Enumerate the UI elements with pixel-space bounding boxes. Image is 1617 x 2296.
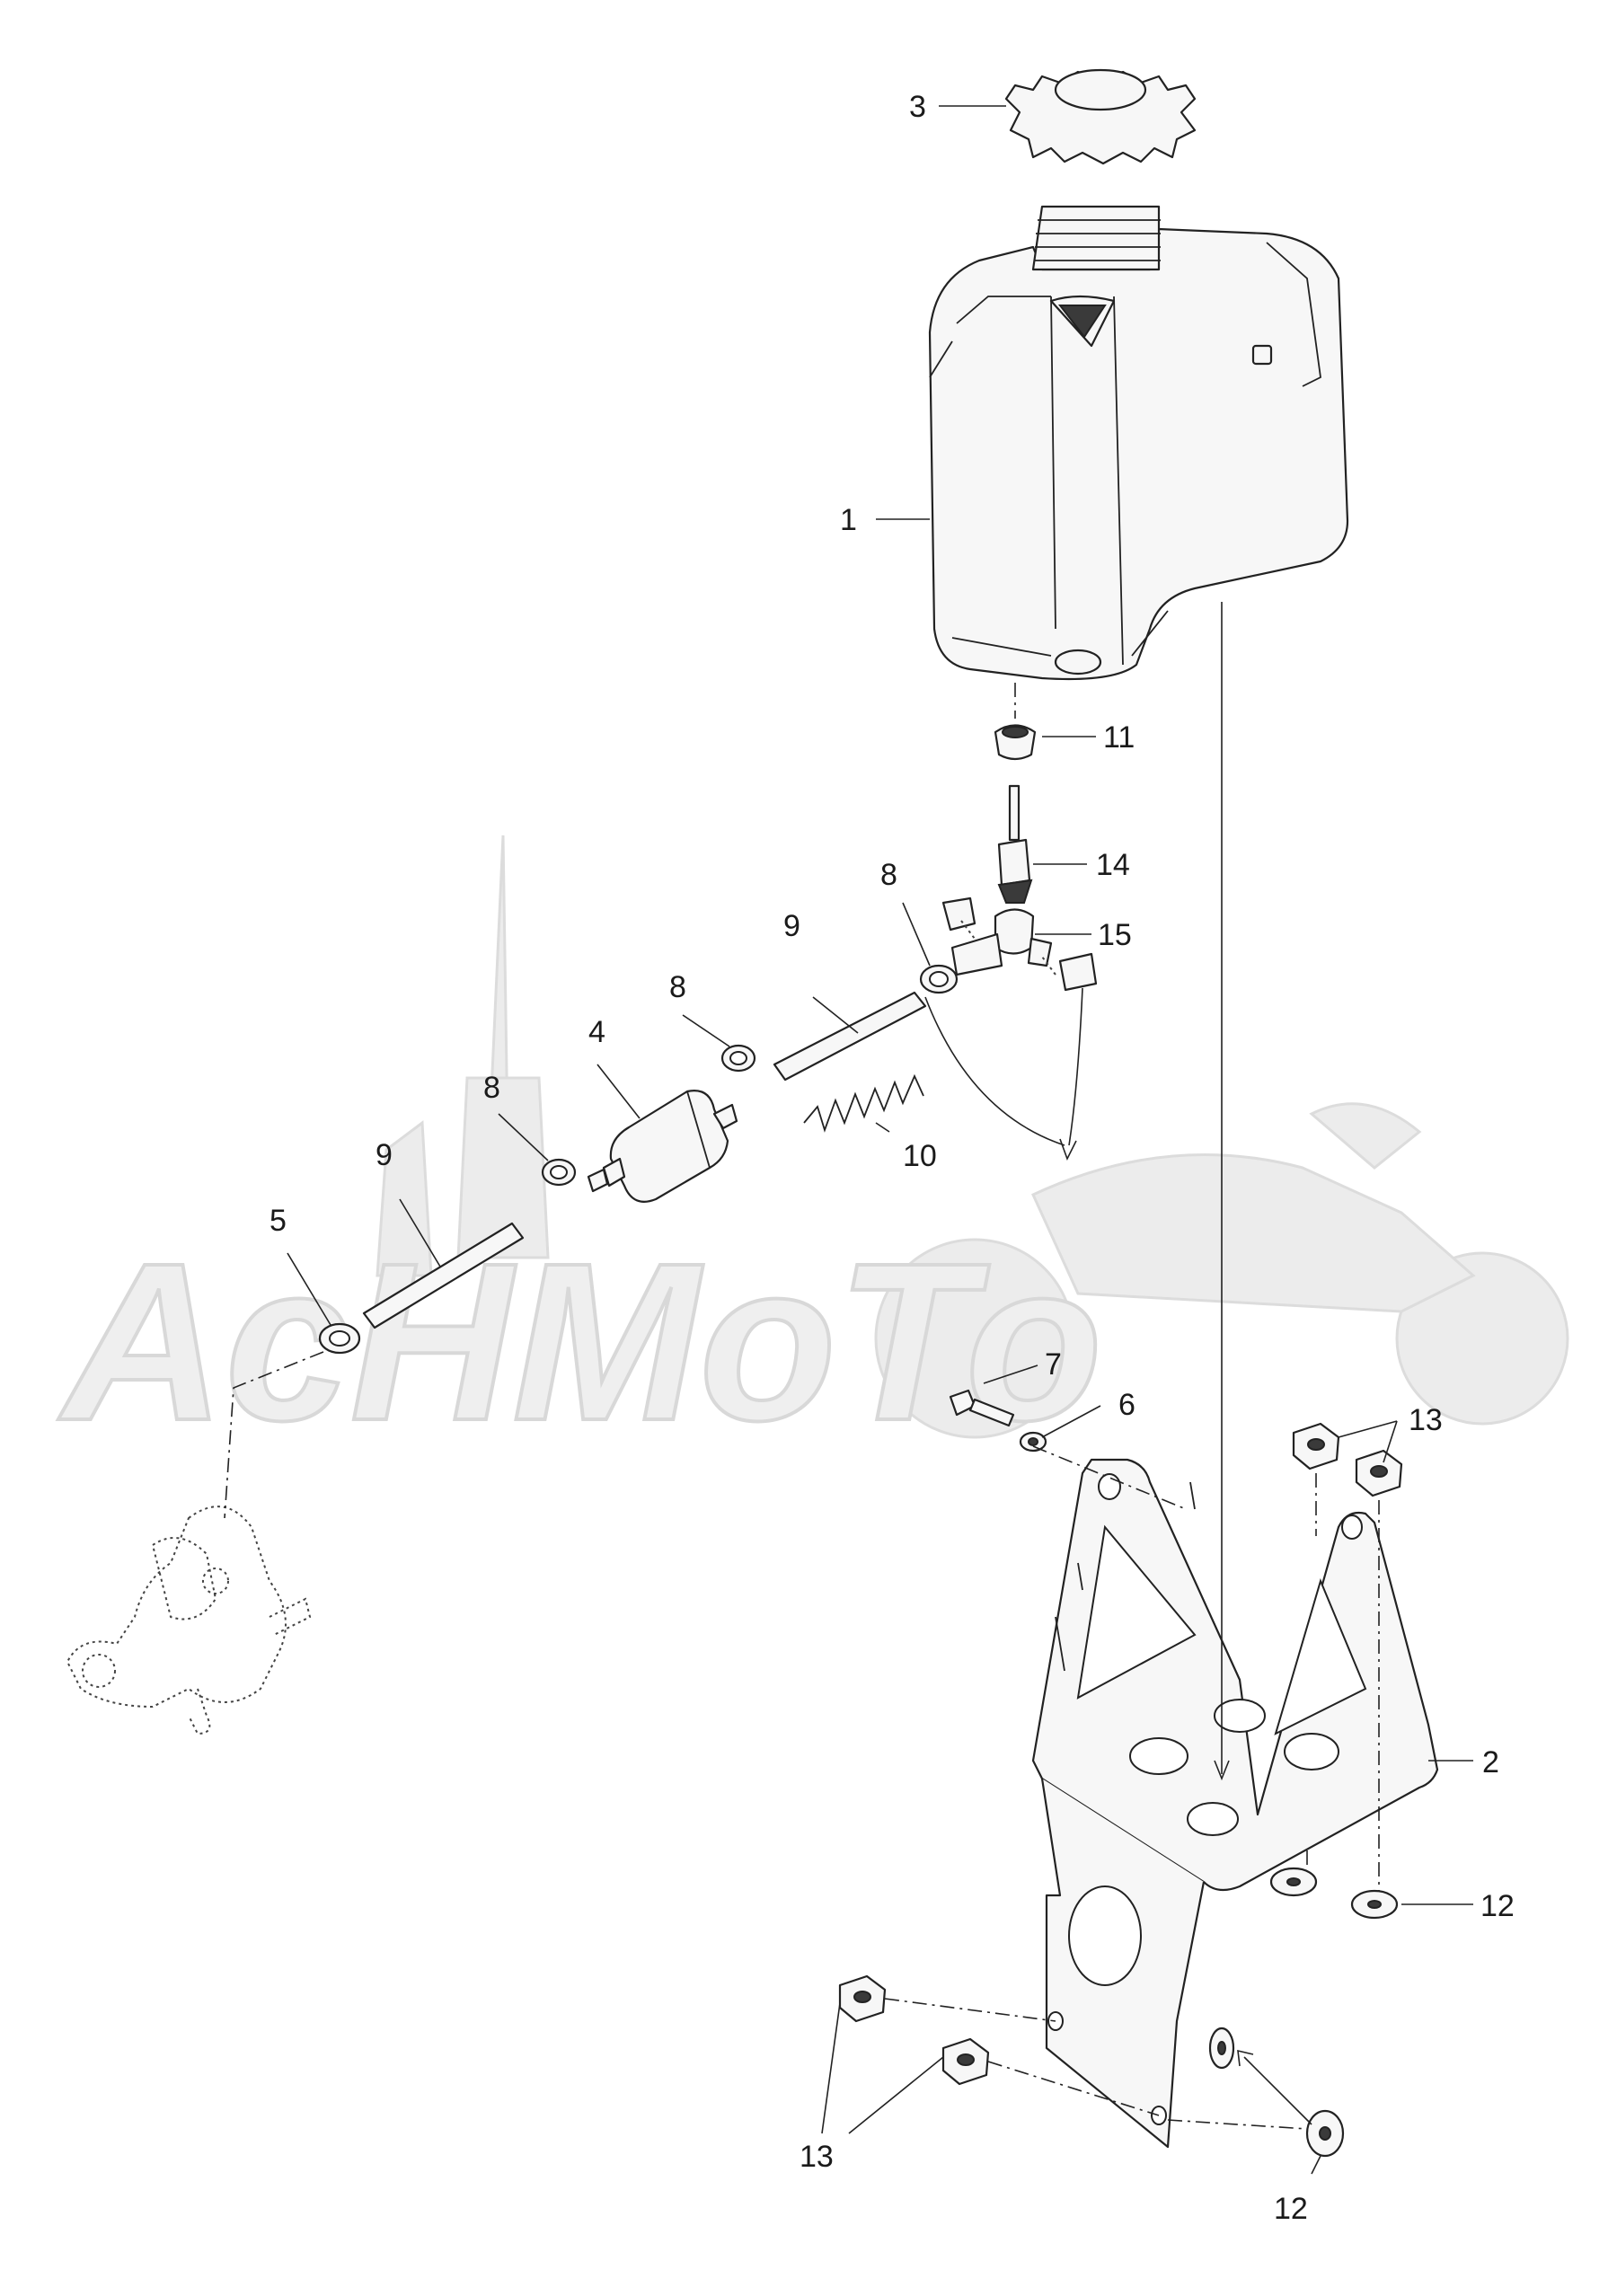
watermark: AcHMoTo <box>56 835 1569 1469</box>
leader-lines <box>287 105 1473 2175</box>
washer <box>1269 1867 1318 1897</box>
hose-clamp <box>541 1158 577 1187</box>
assembly-lines <box>224 602 1380 2130</box>
callout-11: 11 <box>1103 720 1135 755</box>
spring <box>803 1073 924 1133</box>
callout-12-bottom: 12 <box>1274 2192 1308 2226</box>
grommet <box>994 724 1037 761</box>
hose-clamp <box>318 1322 361 1355</box>
callout-5: 5 <box>270 1204 287 1238</box>
callout-2: 2 <box>1482 1745 1499 1779</box>
oil-tank <box>928 205 1349 681</box>
nut <box>1355 1449 1403 1497</box>
callout-8-middle: 8 <box>669 970 686 1004</box>
washer <box>1019 1431 1047 1453</box>
nut <box>838 1974 887 2023</box>
callouts: 1 2 3 4 5 6 7 8 8 8 9 9 10 11 12 12 13 1… <box>270 90 1515 2226</box>
callout-10: 10 <box>903 1139 937 1173</box>
carburetor-outline <box>66 1506 312 1735</box>
nut <box>1292 1422 1340 1470</box>
callout-14: 14 <box>1096 848 1130 882</box>
callout-7: 7 <box>1045 1347 1062 1382</box>
callout-3: 3 <box>909 90 926 124</box>
hose-clamp <box>720 1044 756 1073</box>
washer <box>1350 1889 1399 1920</box>
callout-1: 1 <box>840 503 857 537</box>
callout-6: 6 <box>1118 1388 1135 1422</box>
fuel-hose <box>362 1222 525 1329</box>
callout-4: 4 <box>588 1015 605 1049</box>
callout-13-top: 13 <box>1409 1403 1443 1437</box>
outlet-pipe <box>997 784 1033 904</box>
mounting-bracket <box>1031 1458 1439 2149</box>
callout-15: 15 <box>1098 918 1132 952</box>
fuel-filter <box>587 1090 738 1203</box>
callout-9-left: 9 <box>376 1138 393 1172</box>
nut <box>941 2037 990 2086</box>
callout-12-right: 12 <box>1480 1889 1515 1923</box>
hose-clamp <box>919 964 959 994</box>
washer <box>1208 2027 1235 2070</box>
washer <box>1305 2109 1345 2158</box>
callout-9-right: 9 <box>783 909 800 943</box>
filler-cap <box>1004 68 1197 165</box>
fuel-hose <box>773 991 927 1082</box>
callout-8-left: 8 <box>483 1071 500 1105</box>
tee-fitting <box>941 896 1098 992</box>
callout-13-bottom: 13 <box>800 2140 834 2174</box>
callout-8-top: 8 <box>880 858 897 892</box>
watermark-text: AcHMoTo <box>57 1216 1102 1467</box>
bolt <box>949 1389 1015 1427</box>
